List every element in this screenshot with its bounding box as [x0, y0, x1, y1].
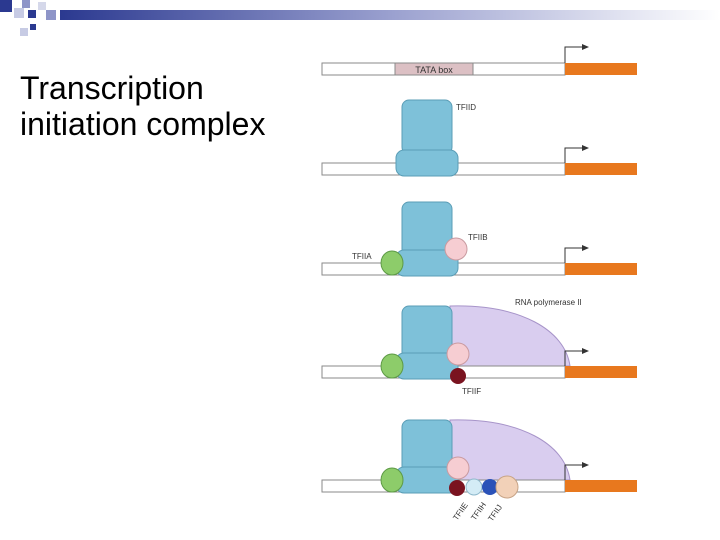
tfiia-label: TFIIA [352, 252, 372, 261]
deco-square [22, 0, 30, 8]
rna-polymerase-label: RNA polymerase II [515, 298, 582, 307]
start-arrow-head [582, 44, 589, 50]
stage-3: TFIIB TFIIA [321, 201, 637, 277]
deco-square [28, 10, 36, 18]
slide-title: Transcription initiation complex [20, 70, 320, 142]
transcription-diagram: TATA box TFIID TFIIB TFIIA [310, 30, 710, 535]
gene-region [565, 63, 637, 75]
deco-square [0, 0, 12, 12]
stage-2: TFIID [321, 99, 637, 177]
tfiih-blob [482, 479, 498, 495]
stage-1: TATA box [321, 44, 637, 76]
start-arrow [564, 46, 582, 63]
rna-polymerase-ii [449, 305, 571, 367]
tfiif-blob [450, 368, 466, 384]
tfiib-blob [444, 237, 468, 261]
title-line-1: Transcription [20, 70, 204, 106]
deco-square [30, 24, 36, 30]
stage-5: TFIIE TFIIH TFIIJ [321, 419, 637, 523]
tfiid-label: TFIID [456, 103, 476, 112]
tata-box [394, 62, 474, 76]
tfiie-blob [465, 478, 483, 496]
tfiij-blob [495, 475, 519, 499]
tfiia-blob [380, 250, 404, 276]
tfiid-lower [395, 149, 459, 177]
deco-square [14, 8, 24, 18]
stage-4: RNA polymerase II TFIIF [321, 298, 637, 396]
deco-square [20, 28, 28, 36]
tfiif-label: TFIIF [462, 387, 481, 396]
tfiid-upper [401, 99, 453, 155]
deco-square [38, 2, 46, 10]
deco-square [46, 10, 56, 20]
title-line-2: initiation complex [20, 106, 266, 142]
slide-decoration [0, 0, 720, 36]
deco-band [60, 10, 720, 20]
tata-box-label: TATA box [415, 65, 453, 75]
gene-region [565, 163, 637, 175]
tfiib-label: TFIIB [468, 233, 488, 242]
